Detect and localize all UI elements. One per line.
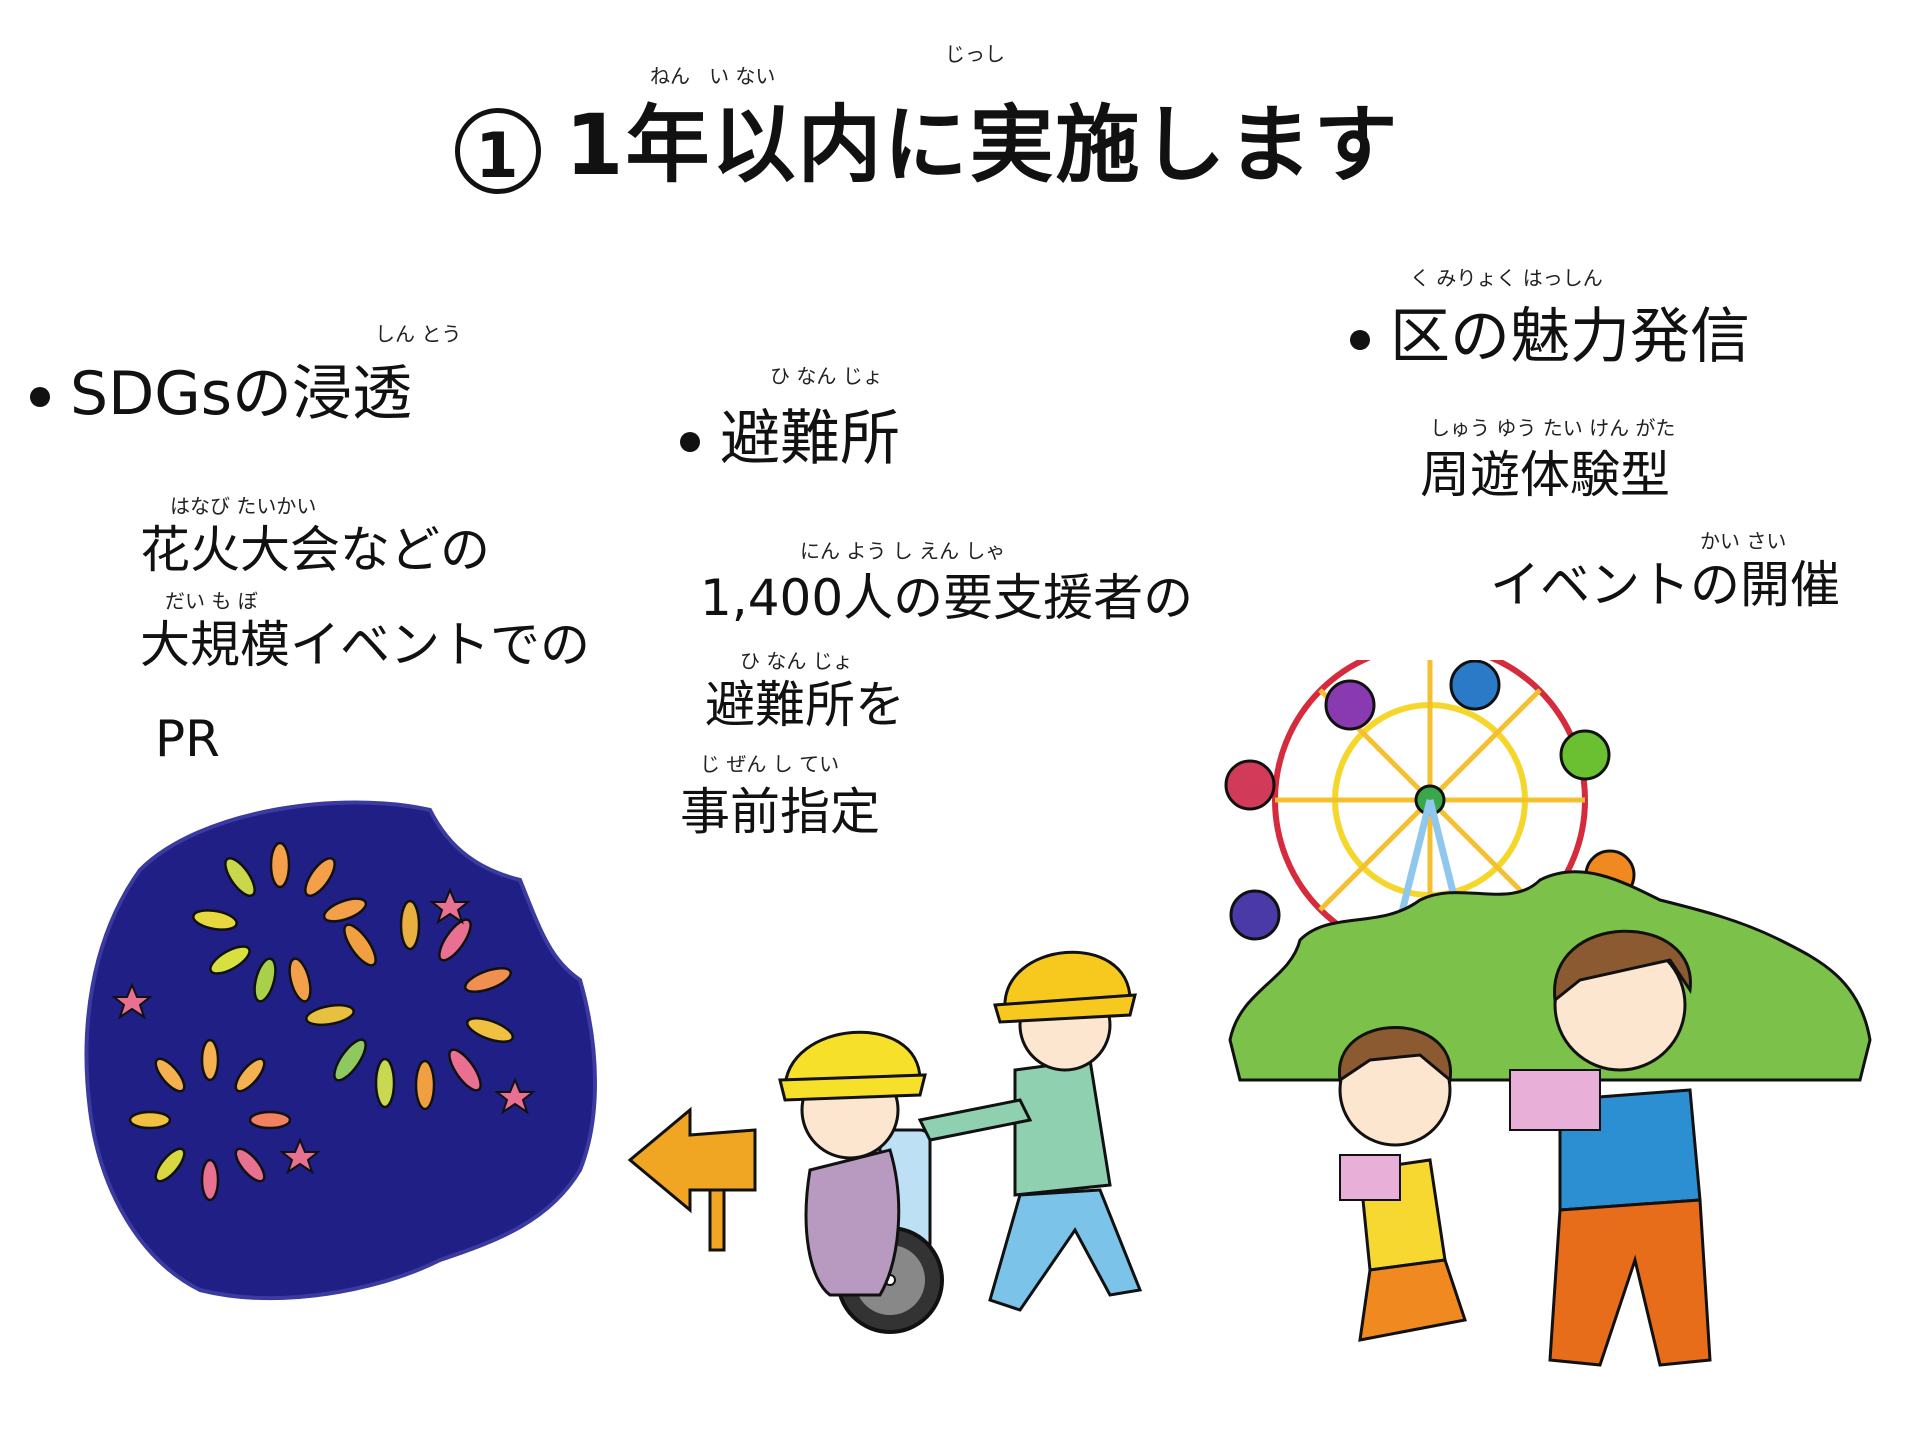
sdgs-line-2: 大規模イベントでの xyxy=(140,616,590,674)
shelter-heading-ruby: ひ なん じょ xyxy=(770,364,883,388)
evacuation-illustration xyxy=(627,950,1143,1334)
shelter-line3-ruby: じ ぜん し てい xyxy=(700,752,840,776)
title-ruby-nen-inai: ねん い ない xyxy=(650,64,776,88)
fireworks-illustration xyxy=(84,800,597,1300)
ward-heading: 区の魅力発信 xyxy=(1350,288,1750,375)
arrow-sign-icon xyxy=(627,1106,757,1252)
firework-burst-1 xyxy=(192,841,368,1003)
ward-heading-ruby: く みりょく はっしん xyxy=(1410,266,1603,290)
helper-person xyxy=(917,950,1143,1312)
shelter-line2-ruby: ひ なん じょ xyxy=(740,649,853,673)
shelter-heading: 避難所 xyxy=(680,390,900,477)
firework-burst-2 xyxy=(305,899,515,1111)
bullet-icon xyxy=(680,432,700,453)
bullet-icon xyxy=(30,387,50,408)
ward-line1-ruby: しゅう ゆう たい けん がた xyxy=(1430,416,1676,440)
park-illustration xyxy=(1224,660,1872,1367)
shelter-line-3: 事前指定 xyxy=(680,783,880,841)
shelter-line-2: 避難所を xyxy=(705,676,905,734)
ward-line2-ruby: かい さい xyxy=(1700,529,1787,553)
elderly-person xyxy=(778,1030,927,1297)
child-figure xyxy=(1338,1026,1467,1342)
shelter-line1-ruby: にん よう し えん しゃ xyxy=(800,539,1006,563)
sdgs-heading: SDGsの浸透 xyxy=(30,345,412,432)
shelter-line-1: 1,400人の要支援者の xyxy=(700,569,1194,627)
firework-burst-3 xyxy=(128,1038,292,1202)
sdgs-line1-ruby: はなび たいかい xyxy=(170,494,317,518)
sdgs-heading-ruby: しん とう xyxy=(375,322,462,346)
sdgs-line2-ruby: だい も ぼ xyxy=(165,589,258,613)
adult-figure xyxy=(1509,929,1712,1367)
title-ruby-jisshi: じっし xyxy=(945,42,1005,66)
circled-number: 1 xyxy=(455,108,541,195)
title-text: 1年以内に実施します xyxy=(565,96,1400,194)
sdgs-line-1: 花火大会などの xyxy=(140,521,490,579)
sdgs-line-3: PR xyxy=(155,710,220,768)
ward-line-1: 周遊体験型 xyxy=(1420,446,1670,504)
star-icons xyxy=(111,887,536,1175)
page-title: 1 1年以内に実施します xyxy=(455,78,1399,199)
bullet-icon xyxy=(1350,330,1370,351)
ward-line-2: イベントの開催 xyxy=(1490,556,1840,614)
